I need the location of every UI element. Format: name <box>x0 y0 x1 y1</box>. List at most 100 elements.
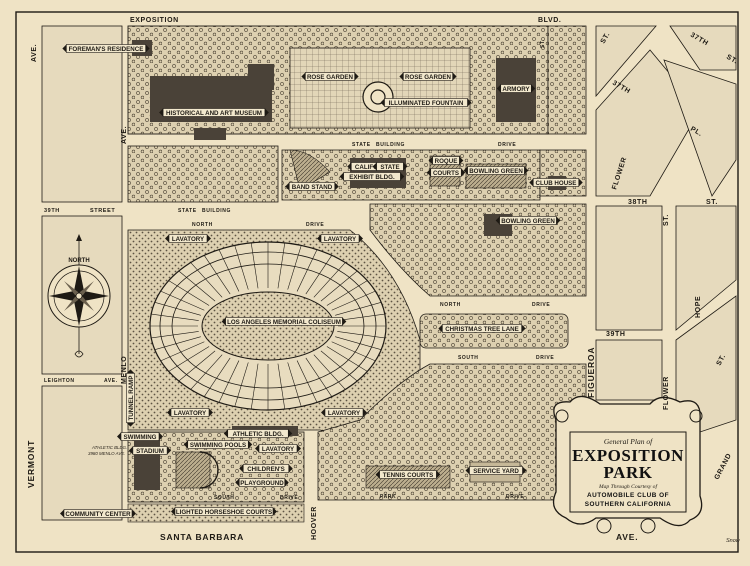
street-blvd: BLVD. <box>538 17 561 24</box>
street-38th-st: ST. <box>706 199 718 206</box>
block-ne-strip <box>547 25 587 135</box>
place-label-text: FOREMAN'S RESIDENCE <box>69 46 144 53</box>
place-label-text: ARMORY <box>502 86 530 93</box>
street-state-building: STATE <box>352 142 371 148</box>
street-ave-top: AVE. <box>31 44 38 62</box>
title-cartouche <box>552 395 703 534</box>
place-label-museum: HISTORICAL AND ART MUSEUM <box>159 108 269 117</box>
place-label-lavatory-2: LAVATORY <box>317 234 363 243</box>
title-line-general-plan: General Plan of <box>604 437 653 446</box>
block-east-6 <box>675 205 737 331</box>
place-label-text: SWIMMING <box>124 434 157 441</box>
place-label-courts: COURTS <box>426 168 466 177</box>
place-label-text: HISTORICAL AND ART MUSEUM <box>166 110 262 117</box>
block-bowling-green-2 <box>369 203 587 297</box>
museum-wing <box>248 64 274 90</box>
street-drive-north: DRIVE <box>306 222 324 228</box>
street-drive-bottom: DRIVE <box>280 495 298 501</box>
place-label-community-center: COMMUNITY CENTER <box>60 509 136 518</box>
coliseum-field <box>201 291 335 361</box>
street-vermont: VERMONT <box>26 440 36 488</box>
block-east-4 <box>663 59 737 197</box>
place-label-horseshoe: LIGHTED HORSESHOE COURTS <box>171 507 277 516</box>
title-club-line-1: AUTOMOBILE CLUB OF <box>587 492 669 499</box>
place-label-roque: ROQUE <box>428 156 464 165</box>
street-drive-3: DRIVE <box>536 355 554 361</box>
place-label-text: TUNNEL RAMP <box>128 376 135 421</box>
place-label-swimming: SWIMMING <box>117 432 163 441</box>
place-label-text: COURTS <box>433 170 459 177</box>
street-hoover: HOOVER <box>311 506 318 540</box>
place-label-christmas-tree: CHRISTMAS TREE LANE <box>438 324 526 333</box>
athletic-note-line-1: ATHLETIC BLDG. <box>91 445 127 450</box>
place-label-rose-garden-1: ROSE GARDEN <box>301 72 359 81</box>
place-label-childrens: CHILDREN'S <box>239 464 293 473</box>
place-label-lavatory-4: LAVATORY <box>321 408 367 417</box>
place-label-bowling-green-2: BOWLING GREEN <box>495 216 561 225</box>
title-club-line-2: SOUTHERN CALIFORNIA <box>585 501 672 508</box>
place-labels: FOREMAN'S RESIDENCE HISTORICAL AND ART MU… <box>60 44 583 518</box>
place-label-fountain: ILLUMINATED FOUNTAIN <box>380 98 472 107</box>
place-label-text: STATE <box>380 164 399 171</box>
band-stand-shell <box>289 149 331 191</box>
street-north-2: NORTH <box>440 302 461 308</box>
block-state-building-west <box>127 145 279 203</box>
fountain-ring <box>362 81 394 113</box>
street-flower: FLOWER <box>663 376 670 410</box>
street-north: NORTH <box>192 222 213 228</box>
street-39th-right: 39TH <box>606 331 626 338</box>
place-label-text: STADIUM <box>136 448 164 455</box>
museum-annex <box>194 128 226 140</box>
place-label-text: ROSE GARDEN <box>307 74 354 81</box>
title-park: PARK <box>604 463 653 482</box>
street-drive-2: DRIVE <box>532 302 550 308</box>
street-menlo-ave: AVE. <box>121 126 128 144</box>
street-38th: 38TH <box>628 199 648 206</box>
street-south: SOUTH <box>458 355 479 361</box>
street-figueroa: FIGUEROA <box>586 347 596 398</box>
block-east-1 <box>595 25 657 98</box>
pool-arc <box>199 451 219 489</box>
place-label-text: COMMUNITY CENTER <box>65 511 131 518</box>
place-label-service-yard: SERVICE YARD <box>465 466 527 475</box>
place-label-foremans-residence: FOREMAN'S RESIDENCE <box>62 44 150 53</box>
place-label-state: STATE <box>372 162 408 171</box>
place-label-lavatory-3: LAVATORY <box>167 408 213 417</box>
street-exposition: EXPOSITION <box>130 17 179 24</box>
compass-north-label: NORTH <box>68 258 89 264</box>
block-east-7 <box>595 339 663 401</box>
title-exposition: EXPOSITION <box>572 446 684 465</box>
place-label-text: BOWLING GREEN <box>501 218 555 225</box>
title-courtesy: Map Through Courtesy of <box>598 483 659 490</box>
place-label-text: CLUB HOUSE <box>536 180 577 187</box>
place-label-stadium: STADIUM <box>128 446 172 455</box>
place-label-text: SWIMMING POOLS <box>190 442 246 449</box>
place-label-tennis-courts: TENNIS COURTS <box>375 470 441 479</box>
street-39th-street: STREET <box>90 208 115 214</box>
map-border <box>15 11 739 553</box>
street-menlo: MENLO <box>121 356 128 384</box>
place-label-text: LAVATORY <box>174 410 207 417</box>
place-label-text: ROSE GARDEN <box>405 74 452 81</box>
street-st-top: ST. <box>540 39 546 48</box>
place-label-text: LAVATORY <box>324 236 357 243</box>
street-south-bottom: SOUTH <box>214 495 235 501</box>
street-drive: DRIVE <box>498 142 516 148</box>
street-ave-bottom: AVE. <box>616 532 638 542</box>
street-santa-barbara: SANTA BARBARA <box>160 532 244 542</box>
place-label-text: BOWLING GREEN <box>469 168 523 175</box>
athletic-note-line-2: 3980 MENLO AVE. <box>88 451 125 456</box>
street-building-lower: BUILDING <box>202 208 231 214</box>
street-drive-park: DRIVE <box>506 494 524 500</box>
place-label-text: SERVICE YARD <box>473 468 519 475</box>
place-label-text: BAND STAND <box>292 184 333 191</box>
block-east-2 <box>669 25 737 71</box>
place-label-band-stand: BAND STAND <box>285 182 339 191</box>
place-label-text: TENNIS COURTS <box>383 472 434 479</box>
place-label-text: LIGHTED HORSESHOE COURTS <box>176 509 272 516</box>
street-state-building-2: BUILDING <box>376 142 405 148</box>
place-label-tunnel-ramp: TUNNEL RAMP <box>126 369 135 427</box>
place-label-lavatory-1: LAVATORY <box>165 234 211 243</box>
place-label-text: ROQUE <box>435 158 458 165</box>
